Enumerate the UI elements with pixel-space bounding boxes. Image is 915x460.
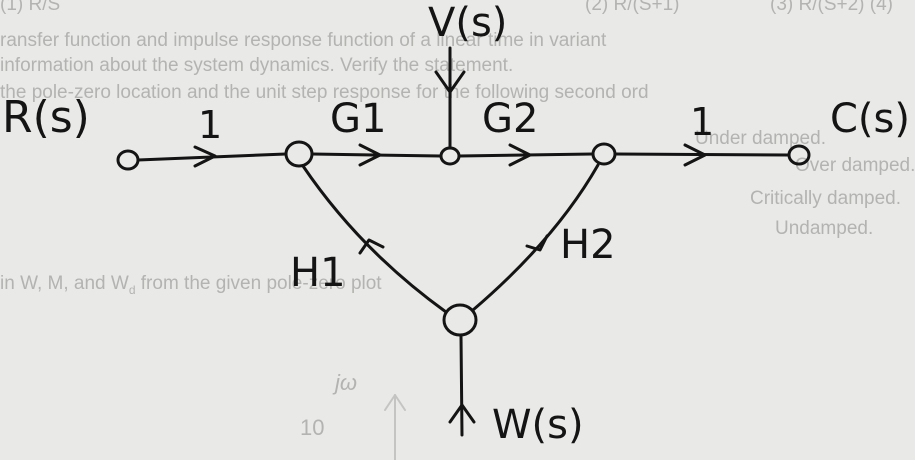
node-1 bbox=[284, 140, 314, 168]
bleed-line-8-main: in W, M, and W bbox=[0, 273, 129, 294]
arrow-w-input bbox=[448, 403, 476, 424]
bleed-axis-arrow-r bbox=[394, 394, 406, 411]
node-4 bbox=[442, 303, 478, 337]
bleed-line-6: Critically damped. bbox=[750, 188, 901, 209]
v-disturbance-label: V(s) bbox=[428, 0, 508, 46]
w-disturbance-label: W(s) bbox=[492, 402, 584, 448]
bleed-axis-label: jω bbox=[335, 370, 358, 395]
bleed-line-8-sub: d bbox=[128, 282, 136, 297]
bleed-line-5: Over damped. bbox=[795, 155, 915, 176]
node-2 bbox=[439, 146, 461, 166]
bleed-line-1: ransfer function and impulse response fu… bbox=[0, 30, 607, 51]
arrow-h2-branch bbox=[525, 234, 549, 252]
node-output bbox=[787, 144, 811, 166]
bleed-axis-tick: 10 bbox=[300, 415, 325, 440]
bleed-top-fragment: (1) R/S bbox=[0, 0, 61, 15]
input-label: R(s) bbox=[2, 92, 90, 143]
gain-h1-label: H1 bbox=[290, 250, 346, 296]
node-input bbox=[116, 149, 140, 171]
bleed-line-8: in W, M, and Wd from the given pole-zero… bbox=[0, 273, 382, 297]
bleed-line-2: information about the system dynamics. V… bbox=[0, 55, 514, 76]
arrow-h1-branch bbox=[358, 238, 385, 255]
gain-g2-label: G2 bbox=[482, 96, 539, 142]
bleed-top-fragment-3: (3) R/(S+2) (4) bbox=[770, 0, 893, 15]
arrow-v-input bbox=[434, 70, 466, 94]
node-3 bbox=[591, 142, 617, 166]
arrow-input-branch bbox=[193, 145, 217, 168]
gain-h2-label: H2 bbox=[560, 222, 616, 268]
branch-w-input bbox=[459, 334, 464, 437]
gain-in-label: 1 bbox=[198, 103, 223, 147]
bleed-top-fragment-2: (2) R/(S+1) bbox=[585, 0, 680, 15]
arrow-g2-branch bbox=[508, 143, 532, 167]
arrow-output-branch bbox=[683, 143, 707, 167]
gain-g1-label: G1 bbox=[330, 96, 387, 142]
bleed-line-4: Under damped. bbox=[695, 128, 826, 149]
bleed-line-8-rest: from the given pole-zero plot bbox=[135, 273, 382, 294]
branch-n1-to-n2 bbox=[310, 152, 443, 158]
branch-n2-to-n3 bbox=[457, 152, 595, 158]
bleed-line-7: Undamped. bbox=[775, 218, 874, 239]
arrow-g1-branch bbox=[358, 143, 382, 167]
gain-out-label: 1 bbox=[690, 100, 715, 144]
output-label: C(s) bbox=[830, 96, 910, 142]
bleed-axis-arrow-l bbox=[384, 394, 396, 411]
bleed-line-3: the pole-zero location and the unit step… bbox=[0, 82, 649, 103]
